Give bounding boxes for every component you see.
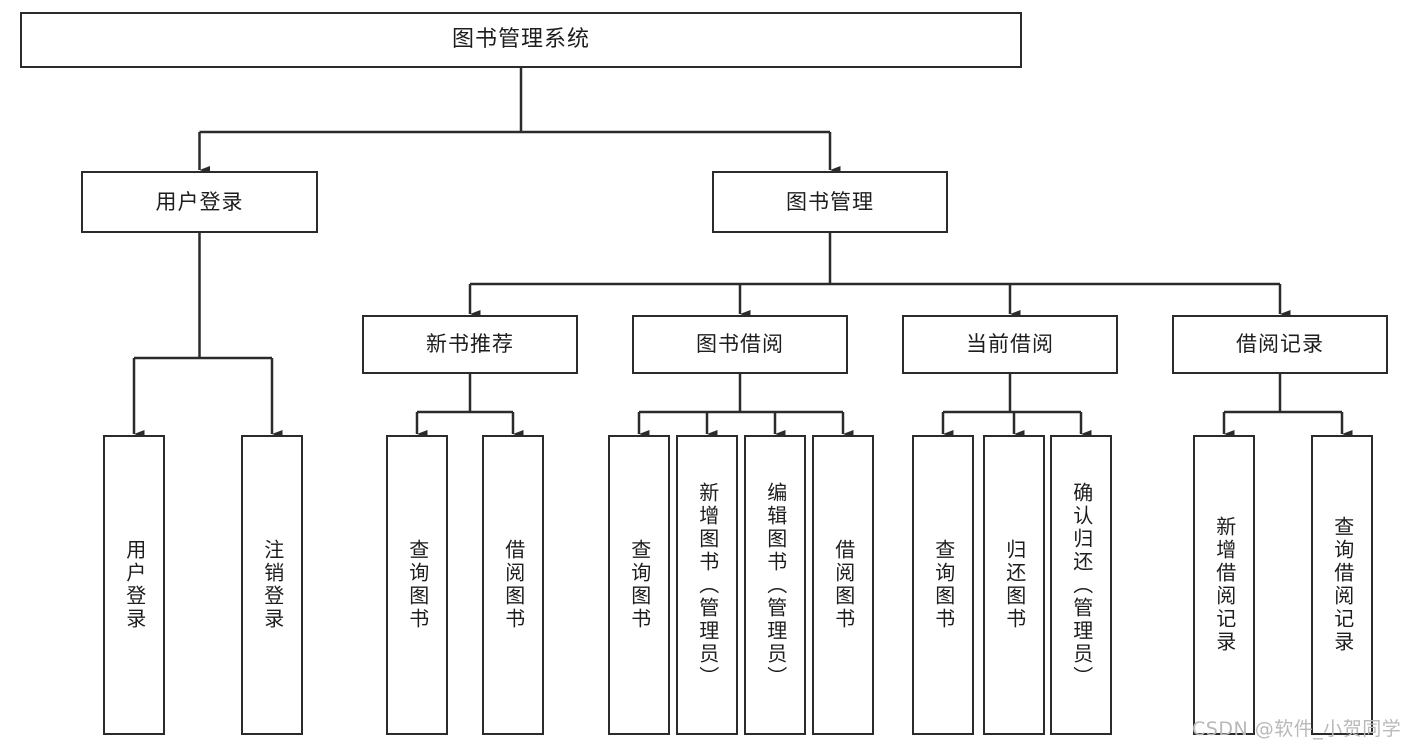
node-root[interactable]: 图书管理系统 [20,12,1022,68]
node-leaf-borrow-book-1-label: 借阅图书 [501,539,526,631]
node-leaf-edit-book-label: 编辑图书（管理员） [763,481,788,689]
node-leaf-confirm-return-label: 确认归还（管理员） [1069,481,1094,689]
node-new-book-recommend[interactable]: 新书推荐 [362,315,578,374]
node-leaf-user-login-label: 用户登录 [122,539,147,631]
node-root-label: 图书管理系统 [451,27,590,53]
node-current-borrow-label: 当前借阅 [966,332,1054,357]
watermark-text: CSDN @软件_小贺同学 [1192,718,1402,740]
node-leaf-query-book-1[interactable]: 查询图书 [386,435,448,735]
node-new-book-recommend-label: 新书推荐 [426,332,514,357]
node-leaf-logout[interactable]: 注销登录 [241,435,303,735]
node-user-login[interactable]: 用户登录 [81,171,318,233]
node-leaf-query-record-label: 查询借阅记录 [1330,516,1355,654]
node-book-manage[interactable]: 图书管理 [712,171,948,233]
node-borrow-record-label: 借阅记录 [1236,332,1324,357]
node-leaf-borrow-book-2-label: 借阅图书 [831,539,856,631]
node-leaf-logout-label: 注销登录 [260,539,285,631]
node-leaf-return-book-label: 归还图书 [1002,539,1027,631]
node-book-borrow-label: 图书借阅 [696,332,784,357]
node-leaf-add-record-label: 新增借阅记录 [1212,516,1237,654]
node-book-manage-label: 图书管理 [786,189,874,214]
node-leaf-return-book[interactable]: 归还图书 [983,435,1045,735]
node-borrow-record[interactable]: 借阅记录 [1172,315,1388,374]
node-leaf-query-book-3[interactable]: 查询图书 [912,435,974,735]
node-leaf-confirm-return[interactable]: 确认归还（管理员） [1050,435,1112,735]
node-leaf-borrow-book-1[interactable]: 借阅图书 [482,435,544,735]
node-leaf-edit-book[interactable]: 编辑图书（管理员） [744,435,806,735]
node-leaf-borrow-book-2[interactable]: 借阅图书 [812,435,874,735]
node-leaf-query-book-3-label: 查询图书 [931,539,956,631]
node-leaf-query-book-2[interactable]: 查询图书 [608,435,670,735]
node-leaf-query-book-2-label: 查询图书 [627,539,652,631]
node-leaf-query-book-1-label: 查询图书 [405,539,430,631]
node-leaf-query-record[interactable]: 查询借阅记录 [1311,435,1373,735]
node-leaf-add-record[interactable]: 新增借阅记录 [1193,435,1255,735]
node-user-login-label: 用户登录 [155,189,244,214]
node-leaf-add-book[interactable]: 新增图书（管理员） [676,435,738,735]
node-leaf-user-login[interactable]: 用户登录 [103,435,165,735]
node-leaf-add-book-label: 新增图书（管理员） [695,481,720,689]
node-current-borrow[interactable]: 当前借阅 [902,315,1118,374]
node-book-borrow[interactable]: 图书借阅 [632,315,848,374]
